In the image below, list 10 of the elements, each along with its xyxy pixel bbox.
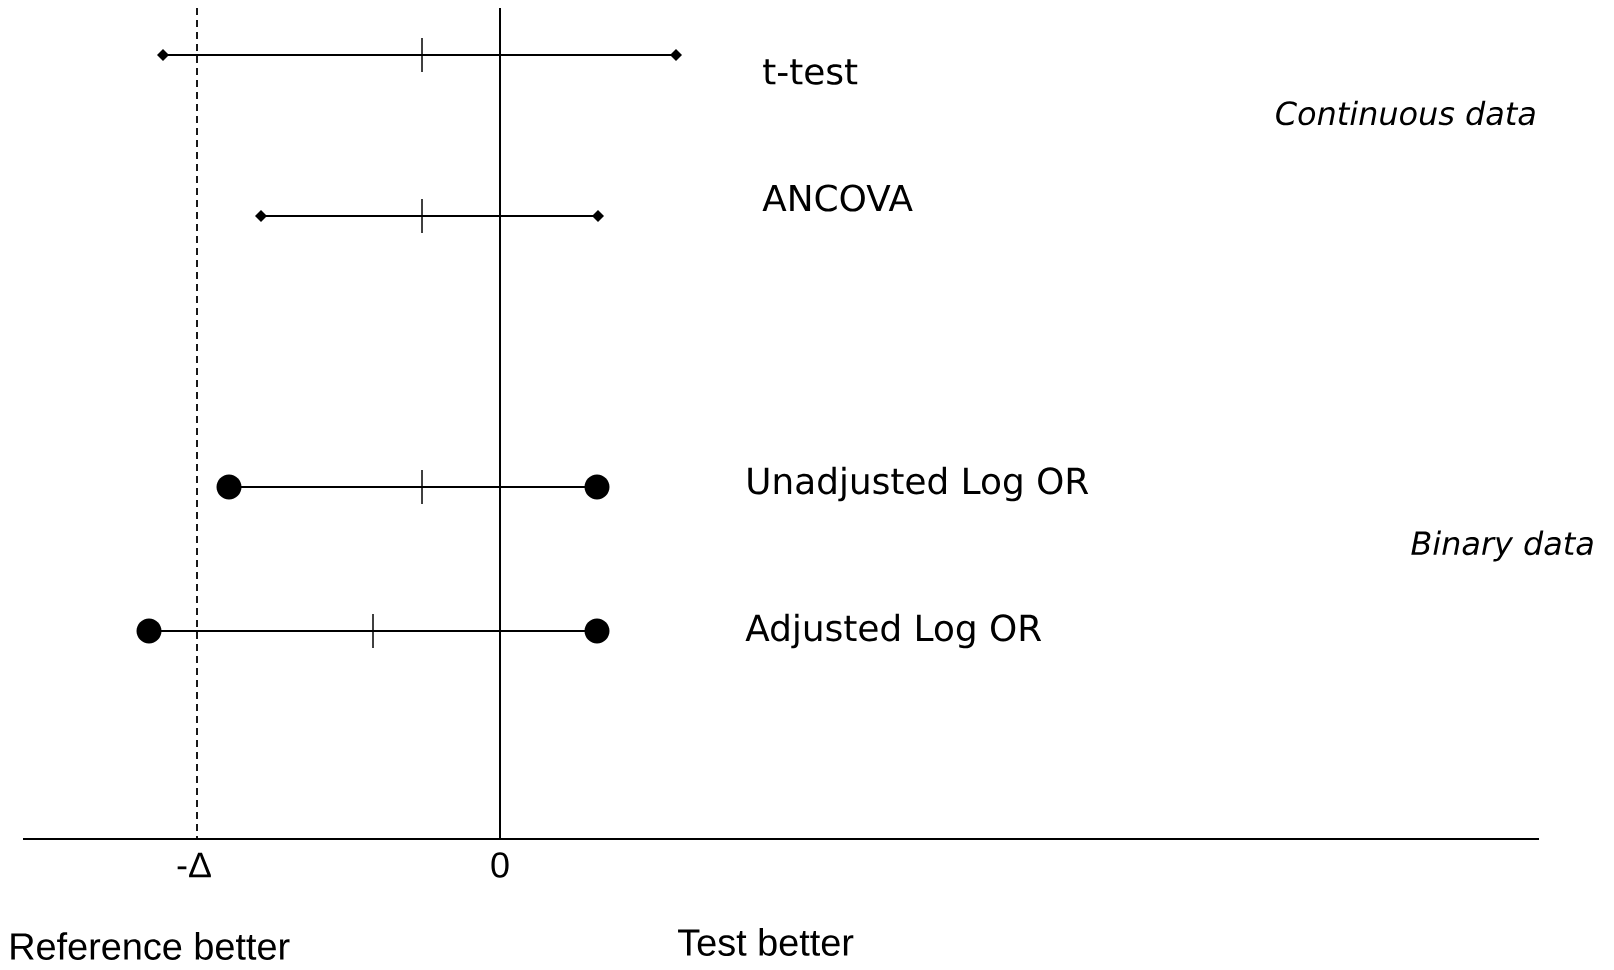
- label: Test better: [678, 928, 854, 956]
- label: -Δ: [177, 852, 211, 878]
- label: 0: [491, 852, 509, 878]
- label: t-test: [763, 59, 858, 85]
- label: Continuous data: [1276, 100, 1535, 126]
- label: ANCOVA: [762, 184, 913, 212]
- label: Unadjusted Log OR: [748, 466, 1089, 502]
- label: Adjusted Log OR: [745, 613, 1042, 649]
- label: Binary data: [1411, 530, 1593, 562]
- label: Reference better: [11, 932, 290, 960]
